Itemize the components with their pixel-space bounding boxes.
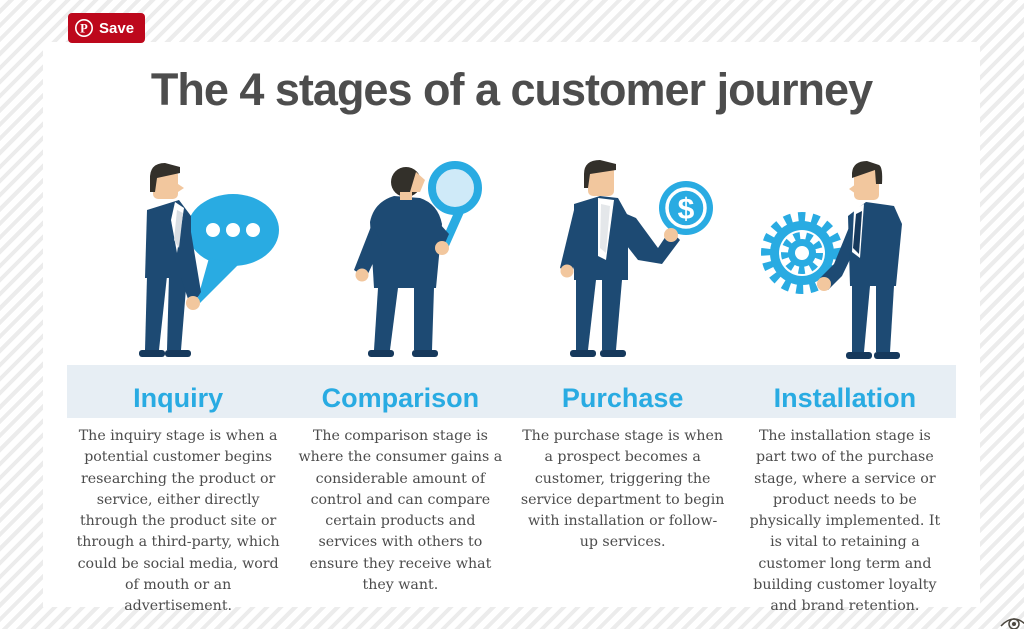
infographic-card: The 4 stages of a customer journey xyxy=(43,42,980,614)
purchase-illustration: $ xyxy=(559,160,713,357)
svg-text:$: $ xyxy=(677,193,694,226)
stage-column-purchase: $ xyxy=(512,158,734,365)
stage-description-inquiry: The inquiry stage is when a potential cu… xyxy=(76,428,280,615)
stage-description-purchase: The purchase stage is when a prospect be… xyxy=(520,428,725,551)
svg-text:P: P xyxy=(80,22,88,36)
eye-icon xyxy=(1000,618,1024,629)
inquiry-illustration xyxy=(139,163,280,357)
comparison-illustration xyxy=(354,161,483,357)
dollar-coin-icon: $ xyxy=(658,181,713,235)
stage-header-band: Inquiry Comparison Purchase Installation xyxy=(67,365,956,418)
stage-column-comparison xyxy=(289,158,511,365)
businessman-figure xyxy=(354,167,450,357)
stage-description-installation: The installation stage is part two of th… xyxy=(749,428,941,615)
stage-title-purchase: Purchase xyxy=(561,383,684,413)
stage-description-comparison: The comparison stage is where the consum… xyxy=(298,428,503,594)
pinterest-icon: P xyxy=(75,19,93,37)
gears-icon xyxy=(760,212,843,294)
pinterest-save-button[interactable]: P Save xyxy=(68,13,146,43)
installation-illustration xyxy=(760,161,902,359)
businessman-figure xyxy=(139,163,202,357)
stage-title-inquiry: Inquiry xyxy=(133,383,224,413)
businessman-figure xyxy=(559,160,680,357)
stage-descriptions-row: The inquiry stage is when a potential cu… xyxy=(67,426,956,618)
save-label: Save xyxy=(99,19,135,37)
stage-column-installation xyxy=(734,158,956,365)
speech-bubble-icon xyxy=(187,194,280,308)
magnifying-glass-icon xyxy=(428,161,483,249)
businessman-figure xyxy=(816,161,902,359)
page-title: The 4 stages of a customer journey xyxy=(150,64,873,115)
stage-title-installation: Installation xyxy=(773,383,917,413)
stage-column-inquiry xyxy=(67,158,289,365)
stage-title-comparison: Comparison xyxy=(321,383,480,413)
illustrations-row: $ xyxy=(67,158,956,365)
